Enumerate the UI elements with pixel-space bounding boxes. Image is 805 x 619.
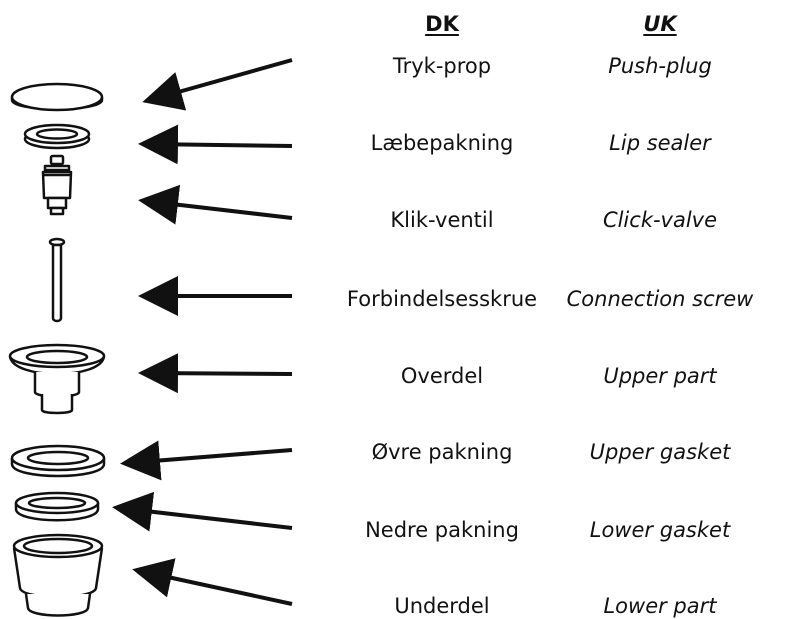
arrow-upper-part xyxy=(138,353,293,394)
arrow-lip-sealer xyxy=(138,124,293,165)
label-dk-connection-screw: Forbindelsesskrue xyxy=(346,287,538,311)
header-dk: DK xyxy=(425,12,459,36)
arrow-click-valve xyxy=(138,184,293,225)
header-uk: UK xyxy=(643,12,677,36)
label-dk-lower-gasket: Nedre pakning xyxy=(365,518,519,542)
label-dk-upper-gasket: Øvre pakning xyxy=(371,440,513,464)
label-uk-push-plug: Push-plug xyxy=(608,54,712,78)
label-uk-upper-gasket: Upper gasket xyxy=(589,440,731,464)
lower-part-icon xyxy=(12,533,104,617)
upper-gasket-icon xyxy=(10,444,106,478)
lower-gasket-icon xyxy=(14,491,100,522)
arrow-group xyxy=(112,58,293,606)
label-dk-push-plug: Tryk-prop xyxy=(392,54,492,78)
label-uk-lip-sealer: Lip sealer xyxy=(609,131,711,155)
lip-sealer-icon xyxy=(23,123,91,150)
upper-part-icon xyxy=(8,343,106,415)
label-dk-lower-part: Underdel xyxy=(394,594,490,618)
click-valve-icon xyxy=(41,154,73,216)
arrow-lower-part xyxy=(132,558,293,606)
connection-screw-icon xyxy=(48,237,66,323)
label-dk-click-valve: Klik-ventil xyxy=(390,208,494,232)
label-uk-lower-part: Lower part xyxy=(603,594,717,618)
label-dk-lip-sealer: Læbepakning xyxy=(370,131,514,155)
arrow-lower-gasket xyxy=(112,491,293,532)
push-plug-icon xyxy=(10,82,104,112)
arrow-push-plug xyxy=(142,58,293,111)
label-uk-click-valve: Click-valve xyxy=(602,208,718,232)
label-dk-upper-part: Overdel xyxy=(400,364,484,388)
label-uk-lower-gasket: Lower gasket xyxy=(589,518,731,542)
label-uk-upper-part: Upper part xyxy=(603,364,717,388)
label-uk-connection-screw: Connection screw xyxy=(566,287,754,311)
arrow-upper-gasket xyxy=(120,440,293,481)
